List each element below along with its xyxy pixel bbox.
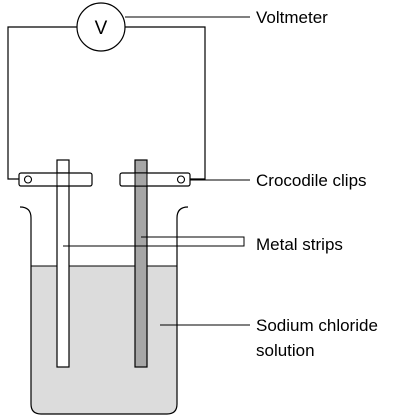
label-crocodile-clips: Crocodile clips xyxy=(256,171,367,190)
wire-right xyxy=(125,26,206,180)
metal-strip-left xyxy=(56,159,70,368)
leader-metal-strips xyxy=(63,236,245,247)
label-voltmeter: Voltmeter xyxy=(256,8,328,27)
label-metal-strips: Metal strips xyxy=(256,235,343,254)
label-solution-line1: Sodium chloride xyxy=(256,316,378,335)
crocodile-clip-right xyxy=(119,172,191,187)
wire-left xyxy=(7,26,77,180)
strip-right-top xyxy=(134,159,148,174)
strip-right-body xyxy=(134,185,148,368)
voltmeter-symbol: V xyxy=(95,18,108,39)
beaker-outline xyxy=(19,206,189,415)
metal-strip-right xyxy=(134,159,148,368)
clip-left-screw xyxy=(23,175,33,184)
beaker xyxy=(19,206,189,415)
voltmeter-circle xyxy=(76,2,126,52)
clip-right-screw xyxy=(176,175,186,184)
circuit-wires xyxy=(7,26,206,180)
strip-left-body xyxy=(56,185,70,368)
label-solution-line2: solution xyxy=(256,341,315,360)
crocodile-clip-left xyxy=(18,172,93,187)
solution-fill xyxy=(31,266,177,414)
leader-lines xyxy=(63,16,250,326)
strip-left-top xyxy=(56,159,70,174)
clip-left-body xyxy=(18,172,93,187)
clip-right-strip-pass xyxy=(134,172,148,187)
voltmeter: V xyxy=(76,2,126,52)
